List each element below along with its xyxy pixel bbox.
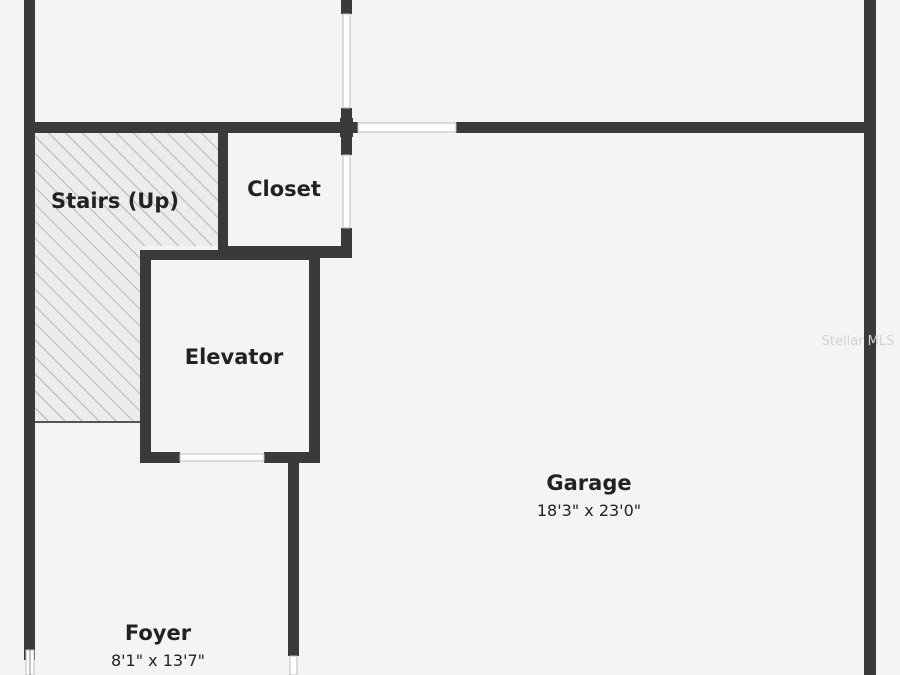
watermark: Stellar MLS	[822, 334, 895, 349]
stairs-area	[33, 130, 221, 246]
wall-junction	[340, 118, 353, 137]
foyer-label: Foyer	[125, 621, 192, 645]
garage-label: Garage	[546, 471, 631, 495]
closet-label: Closet	[247, 177, 321, 201]
door-closet	[342, 154, 351, 229]
elevator-label: Elevator	[185, 345, 284, 369]
door-foyer-garage	[289, 655, 298, 675]
walls	[24, 0, 876, 675]
stairs-label: Stairs (Up)	[51, 189, 179, 213]
stairs-area-lower	[33, 246, 141, 422]
door-top-rooms	[342, 13, 351, 109]
garage-dimensions: 18'3" x 23'0"	[537, 501, 641, 520]
foyer-dimensions: 8'1" x 13'7"	[111, 651, 205, 670]
door-garage-top	[357, 122, 457, 133]
door-elevator	[179, 453, 265, 462]
